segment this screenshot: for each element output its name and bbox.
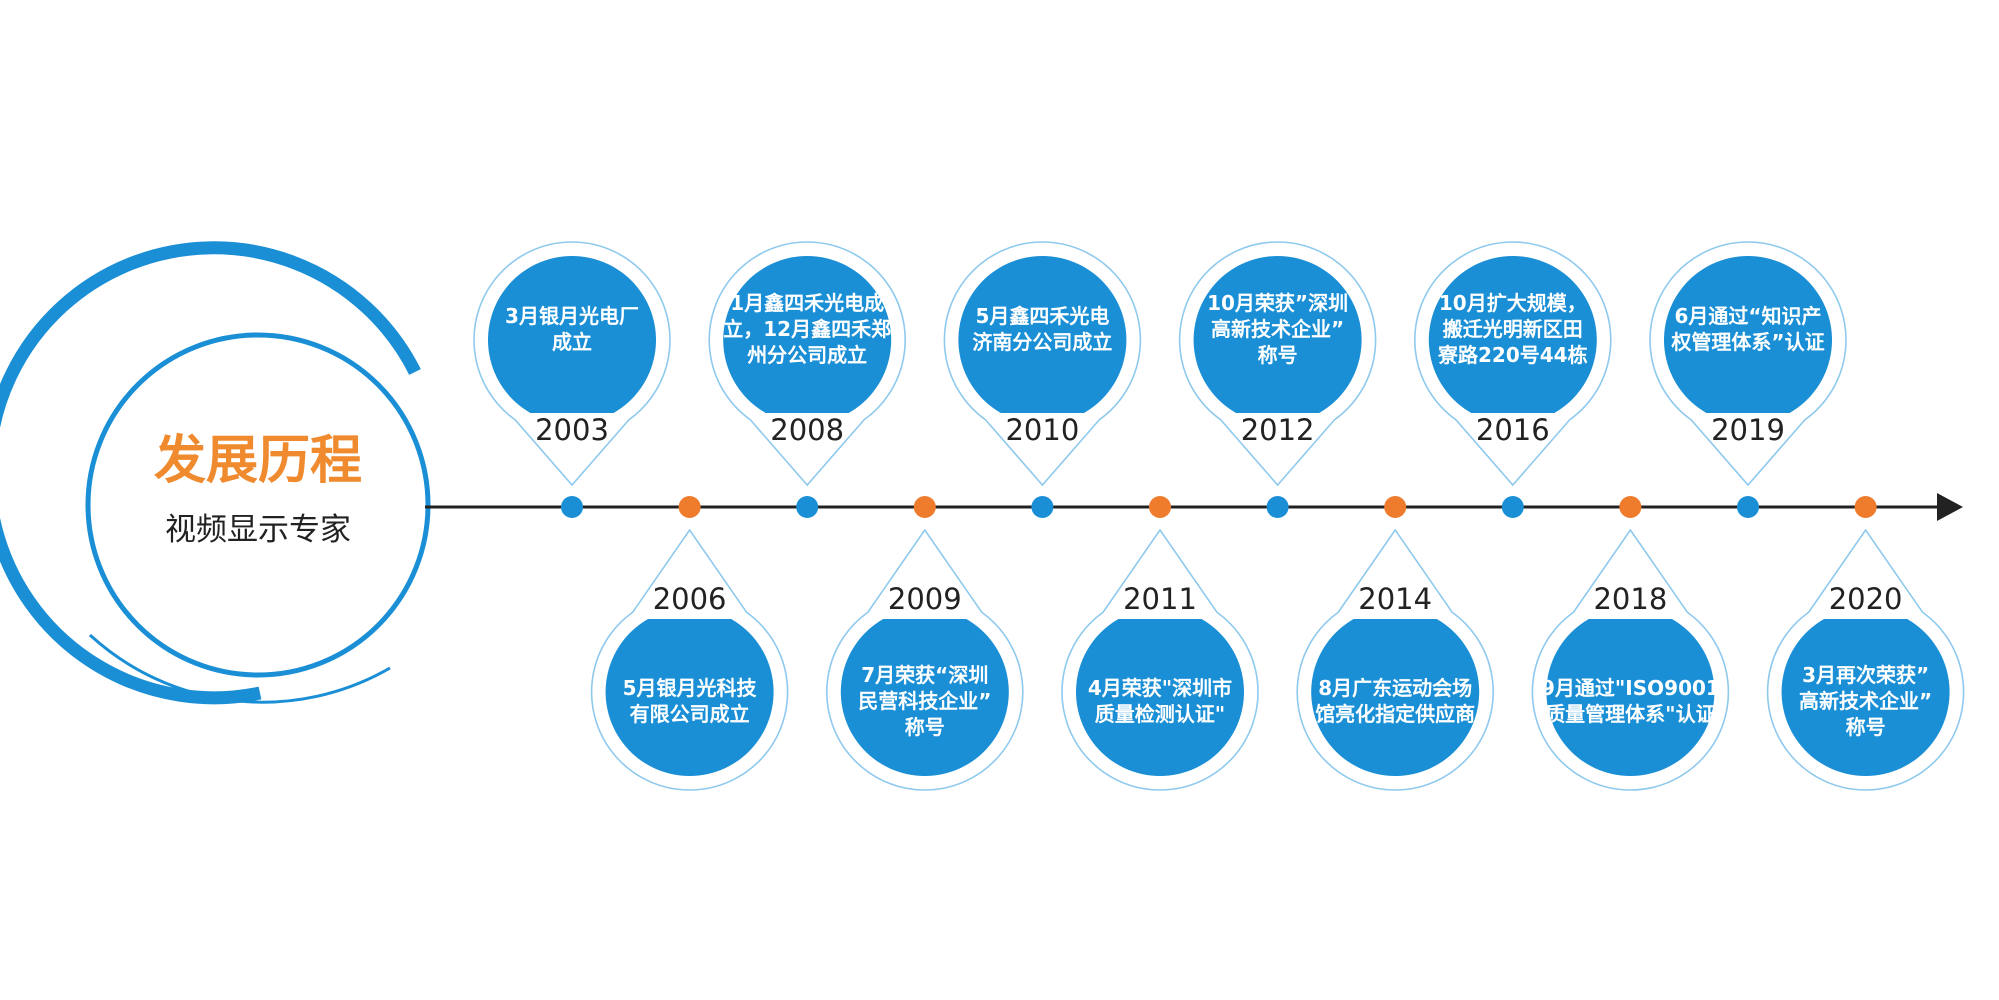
milestone-event-line: 6月通过“知识产 <box>1674 304 1821 328</box>
milestone-year: 2012 <box>1241 413 1315 447</box>
pin-disc <box>1664 255 1833 413</box>
emblem-outer-arc <box>0 241 421 705</box>
milestone-event-line: 搬迁光明新区田 <box>1443 317 1583 341</box>
pin-disc <box>723 256 892 413</box>
page-title: 发展历程 <box>154 431 362 491</box>
milestone-year: 2014 <box>1358 582 1432 616</box>
milestone-event-line: 称号 <box>1258 343 1298 367</box>
timeline-dot <box>913 496 936 518</box>
milestone-event-line: 权管理体系”认证 <box>1670 330 1824 354</box>
milestone-event-line: 寮路220号44栋 <box>1437 343 1588 367</box>
milestone-event-line: 9月通过"ISO9001 <box>1541 676 1720 700</box>
milestone-event-line: 10月荣获”深圳 <box>1207 291 1348 315</box>
milestone-2020: 2020 3月再次荣获”高新技术企业”称号 <box>1766 496 1965 791</box>
milestone-event-line: 称号 <box>905 715 945 739</box>
milestone-event-line: 5月银月光科技 <box>623 676 758 700</box>
milestone-event-line: 立，12月鑫四禾郑 <box>723 317 891 341</box>
timeline-dot <box>1384 496 1407 518</box>
milestone-event-line: 高新技术企业” <box>1211 317 1344 341</box>
timeline-dot <box>796 496 819 518</box>
milestone-event-line: 民营科技企业” <box>858 689 991 713</box>
timeline-dot <box>1266 496 1289 518</box>
timeline-dot <box>561 496 583 518</box>
milestone-event-line: 7月荣获“深圳 <box>861 663 988 687</box>
milestone-event-line: 州分公司成立 <box>747 343 867 367</box>
milestone-year: 2010 <box>1005 413 1079 447</box>
pin-disc <box>958 255 1127 413</box>
milestone-event-line: 3月再次荣获” <box>1802 663 1929 687</box>
milestone-year: 2019 <box>1711 413 1785 447</box>
timeline-dot <box>1737 496 1759 518</box>
timeline-dot <box>1031 496 1054 518</box>
milestone-year: 2018 <box>1593 582 1667 616</box>
milestone-event-line: 3月银月光电厂 <box>505 304 639 328</box>
milestone-event-line: 济南分公司成立 <box>972 330 1112 354</box>
emblem-bottom-arc <box>88 633 391 704</box>
milestone-event-line: 质量管理体系"认证 <box>1545 702 1715 726</box>
milestone-event-line: 高新技术企业” <box>1799 689 1932 713</box>
pin-disc <box>1311 619 1480 776</box>
milestone-event-line: 有限公司成立 <box>630 702 750 726</box>
pin-disc <box>605 619 774 777</box>
milestone-event-line: 1月鑫四禾光电成 <box>730 291 884 315</box>
milestone-event-line: 5月鑫四禾光电 <box>975 304 1109 328</box>
milestone-event-line: 8月广东运动会场 <box>1318 676 1472 700</box>
milestone-event-line: 馆亮化指定供应商 <box>1315 702 1475 726</box>
timeline-dot <box>1854 496 1877 518</box>
milestone-year: 2020 <box>1829 582 1903 616</box>
milestone-year: 2003 <box>535 413 609 447</box>
timeline-axis <box>425 493 1963 521</box>
milestone-event-line: 质量检测认证" <box>1095 702 1225 726</box>
milestone-event-line: 10月扩大规模， <box>1439 291 1587 315</box>
pin-disc <box>487 256 656 413</box>
milestone-year: 2011 <box>1123 582 1197 616</box>
milestone-event-line: 称号 <box>1846 715 1886 739</box>
pin-disc <box>1546 619 1715 776</box>
milestone-event-line: 4月荣获"深圳市 <box>1088 676 1232 700</box>
page-subtitle: 视频显示专家 <box>165 512 351 548</box>
timeline-dot <box>1149 496 1171 518</box>
timeline-dot <box>1501 496 1524 518</box>
milestone-year: 2006 <box>653 582 727 616</box>
milestone-event-line: 成立 <box>552 330 592 354</box>
pin-disc <box>1193 256 1362 413</box>
timeline-arrow-icon <box>1937 493 1963 521</box>
pin-disc <box>1781 619 1950 776</box>
milestone-year: 2016 <box>1476 413 1550 447</box>
milestone-year: 2009 <box>888 582 962 616</box>
pin-disc <box>1428 256 1597 413</box>
emblem: 发展历程 视频显示专家 <box>0 241 431 705</box>
pin-disc <box>840 619 1009 776</box>
milestone-year: 2008 <box>770 413 844 447</box>
timeline-dot <box>678 496 701 518</box>
pin-disc <box>1076 619 1245 776</box>
emblem-inner-ring <box>85 332 431 678</box>
timeline-dot <box>1619 496 1642 518</box>
